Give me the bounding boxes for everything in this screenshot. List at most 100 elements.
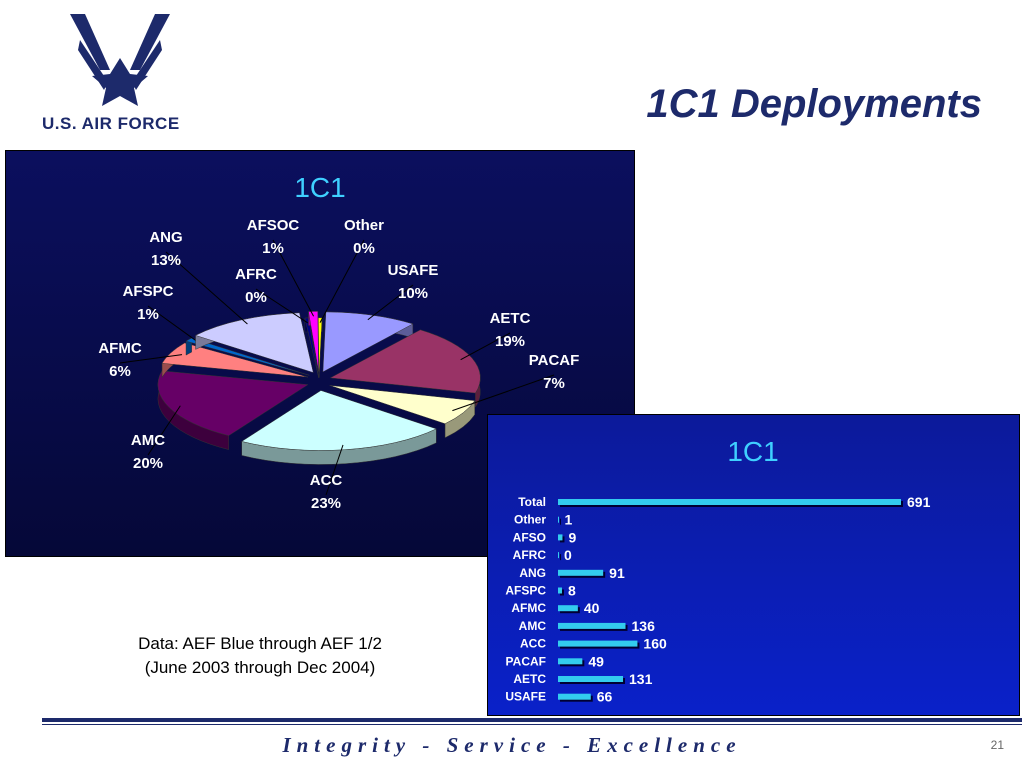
- pie-chart-title: 1C1: [294, 172, 345, 203]
- bar-category-label: AFSPC: [505, 584, 546, 598]
- bar-shadow: [560, 518, 561, 525]
- bar-pacaf: [558, 658, 583, 665]
- pie-label-pacaf: PACAF 7%: [452, 352, 580, 412]
- bar-category-label: Total: [518, 495, 546, 509]
- bar-chart-title: 1C1: [727, 436, 778, 467]
- slide-title: 1C1 Deployments: [646, 82, 982, 126]
- pie-leader-line: [147, 305, 199, 343]
- bar-category-label: USAFE: [505, 690, 546, 704]
- footer-rule-thick: [42, 718, 1022, 722]
- pie-label-name: USAFE: [388, 262, 439, 279]
- pie-label-afmc: AFMC 6%: [98, 340, 183, 380]
- bar-value-label: 49: [588, 653, 604, 669]
- pie-label-percent: 13%: [151, 252, 181, 269]
- bar-aetc: [558, 676, 624, 682]
- pie-label-percent: 0%: [353, 240, 375, 257]
- pie-label-percent: 19%: [495, 333, 525, 350]
- pie-label-name: AETC: [490, 310, 531, 327]
- bar-shadow: [560, 589, 564, 596]
- pie-label-afspc: AFSPC 1%: [123, 283, 199, 343]
- pie-slice-pacaf: [329, 385, 476, 425]
- pie-label-percent: 7%: [543, 375, 565, 392]
- bar-value-label: 1: [564, 512, 572, 528]
- bar-category-label: Other: [514, 513, 546, 527]
- bar-category-label: ACC: [520, 637, 546, 651]
- pie-leader-line: [255, 288, 308, 324]
- bar-value-label: 691: [907, 494, 931, 510]
- bar-afmc: [558, 605, 578, 612]
- pie-label-name: Other: [344, 217, 384, 234]
- pie-leader-line: [319, 239, 365, 323]
- pie-label-name: AFSPC: [123, 283, 174, 300]
- bar-category-label: ANG: [519, 566, 546, 580]
- pie-label-amc: AMC 20%: [131, 405, 181, 472]
- bar-value-label: 91: [609, 565, 625, 581]
- pie-label-percent: 0%: [245, 289, 267, 306]
- pie-slice-usafe: [322, 311, 414, 373]
- bar-category-label: AFMC: [511, 601, 546, 615]
- bar-category-label: PACAF: [506, 654, 546, 668]
- logo-wordmark: U.S. AIR FORCE: [42, 114, 180, 133]
- pie-leader-line: [325, 444, 344, 496]
- pie-leader-line: [460, 332, 511, 361]
- air-force-wings-logo-icon: [70, 14, 170, 106]
- page-number: 21: [990, 738, 1004, 752]
- pie-slice-afsoc: [308, 311, 319, 372]
- bar-value-label: 40: [584, 600, 600, 616]
- note-line-2: (June 2003 through Dec 2004): [144, 658, 376, 677]
- pie-leader-line: [165, 251, 248, 325]
- pie-slice-other: [318, 317, 323, 378]
- footer-rule-thin: [42, 724, 1022, 725]
- bar-value-label: 160: [643, 636, 667, 652]
- pie-label-percent: 1%: [262, 240, 284, 257]
- pie-leader-line: [147, 405, 181, 456]
- footer-motto: Integrity - Service - Excellence: [282, 733, 742, 757]
- pie-label-name: AFMC: [98, 340, 141, 357]
- bar-afspc: [558, 587, 562, 594]
- bar-value-label: 0: [564, 547, 572, 563]
- pie-label-name: ACC: [310, 472, 343, 489]
- bar-total: [558, 499, 901, 505]
- pie-label-afsoc: AFSOC 1%: [247, 217, 315, 317]
- bar-acc: [558, 640, 638, 647]
- pie-slice-amc: [157, 370, 309, 436]
- bar-usafe: [558, 693, 591, 700]
- pie-leader-line: [452, 374, 555, 412]
- bar-value-label: 131: [629, 671, 653, 687]
- bar-afrc: [558, 552, 559, 559]
- pie-label-afrc: AFRC 0%: [235, 266, 308, 324]
- data-source-note: Data: AEF Blue through AEF 1/2 (June 200…: [95, 632, 425, 680]
- bar-afso: [558, 534, 563, 541]
- bar-value-label: 136: [632, 618, 656, 634]
- pie-slice-afmc: [161, 342, 309, 378]
- pie-label-percent: 6%: [109, 363, 131, 380]
- pie-leader-line: [367, 284, 414, 321]
- pie-label-acc: ACC 23%: [310, 444, 344, 512]
- pie-label-percent: 23%: [311, 495, 341, 512]
- bar-category-label: AMC: [519, 619, 547, 633]
- bar-ang: [558, 569, 604, 576]
- pie-label-name: AFSOC: [247, 217, 300, 234]
- bar-category-label: AFSO: [513, 530, 546, 544]
- note-line-1: Data: AEF Blue through AEF 1/2: [138, 634, 382, 653]
- pie-slice-aetc: [329, 329, 481, 394]
- pie-label-name: AMC: [131, 432, 165, 449]
- bar-shadow: [560, 554, 561, 561]
- pie-leader-line: [272, 239, 315, 317]
- pie-label-name: PACAF: [529, 352, 580, 369]
- bar-value-label: 9: [568, 529, 576, 545]
- pie-label-name: AFRC: [235, 266, 277, 283]
- pie-label-aetc: AETC 19%: [460, 310, 531, 361]
- bar-value-label: 8: [568, 583, 576, 599]
- pie-label-other: Other 0%: [319, 217, 384, 323]
- pie-label-percent: 10%: [398, 285, 428, 302]
- pie-leader-line: [119, 354, 183, 364]
- bar-amc: [558, 622, 626, 629]
- pie-label-percent: 1%: [137, 306, 159, 323]
- pie-label-percent: 20%: [133, 455, 163, 472]
